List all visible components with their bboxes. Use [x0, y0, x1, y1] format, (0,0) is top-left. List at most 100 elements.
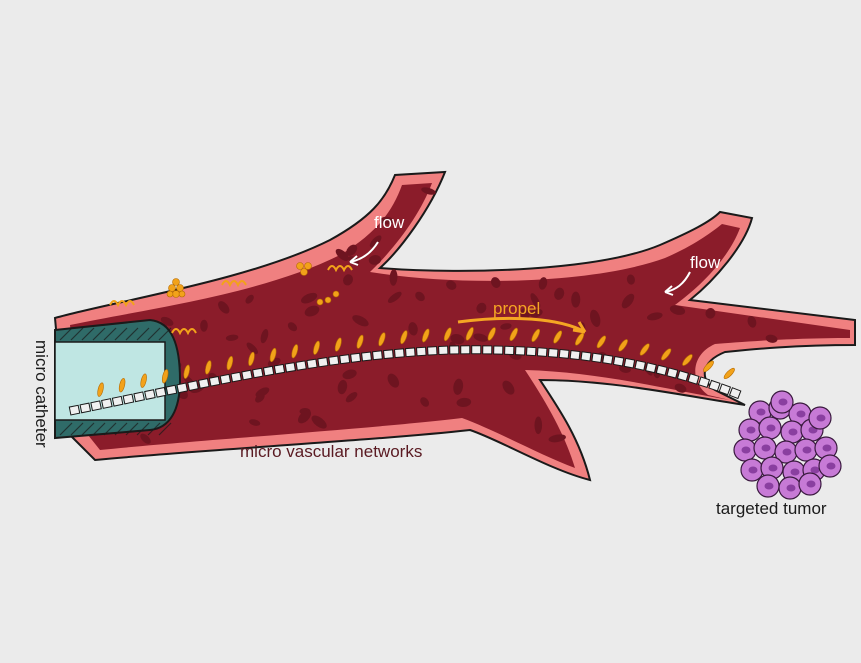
robot-segment — [68, 404, 81, 416]
blood-cell — [297, 410, 312, 424]
cilium — [248, 351, 255, 367]
cilium — [378, 332, 386, 347]
cilium — [183, 364, 190, 379]
robot-segment — [133, 391, 145, 403]
tumor-nucleus — [806, 480, 816, 488]
robot-segment — [558, 348, 570, 359]
blood-cell — [450, 334, 465, 345]
blood-cell — [476, 302, 487, 314]
tumor-nucleus — [826, 462, 836, 470]
cilia-group — [97, 327, 735, 397]
blood-cell — [674, 383, 687, 393]
blood-cell — [529, 308, 543, 318]
blood-cell — [626, 274, 635, 285]
blood-cell — [538, 277, 548, 290]
blood-cell — [669, 305, 686, 315]
flow-label-upper: flow — [374, 213, 405, 232]
helical-microrobot-icon — [109, 265, 353, 336]
magnetic-microrobot-chain — [68, 345, 742, 416]
robot-segment — [350, 352, 362, 363]
cilium — [226, 355, 234, 371]
blood-cell — [245, 294, 254, 304]
robot-segment — [416, 346, 427, 357]
blood-cell — [421, 187, 436, 195]
robot-segment — [111, 395, 124, 407]
cilium — [356, 334, 364, 349]
blood-cell — [335, 248, 349, 261]
robot-segment — [219, 373, 232, 385]
blood-cell — [346, 244, 358, 256]
blood-cell — [453, 378, 464, 395]
blood-cell — [379, 216, 394, 225]
tumor-nucleus — [756, 408, 766, 416]
cilium — [334, 337, 342, 352]
cilium — [661, 348, 672, 361]
blood-cell — [287, 322, 298, 332]
robot-segment — [79, 402, 92, 414]
robot-segment — [317, 357, 329, 368]
robot-segment — [361, 351, 372, 362]
tumor-nucleus — [741, 446, 751, 454]
robot-segment — [482, 345, 493, 355]
vascular-label: micro vascular networks — [240, 442, 422, 461]
blood-cell — [389, 269, 398, 286]
micro-catheter — [54, 318, 182, 440]
cilium — [140, 373, 147, 388]
robot-segment — [655, 364, 668, 376]
flow-arrow-icon — [349, 241, 691, 296]
flow-label-right: flow — [690, 253, 721, 272]
cilium — [118, 378, 126, 393]
robot-segment — [404, 347, 416, 358]
tumor-nucleus — [786, 484, 796, 492]
blood-cell — [530, 293, 541, 309]
robot-segment — [230, 371, 242, 383]
robot-segment — [634, 359, 647, 371]
robot-segment — [697, 376, 711, 389]
blood-cell — [765, 334, 778, 343]
robot-segment — [687, 373, 700, 385]
robot-segment — [165, 384, 178, 396]
cilium — [400, 330, 408, 345]
robot-segment — [154, 386, 167, 398]
blood-cell — [343, 274, 353, 286]
blood-cell — [368, 255, 382, 265]
blood-cell — [369, 235, 382, 248]
robot-segment — [372, 350, 383, 361]
tumor-cluster-icon — [733, 390, 842, 500]
blood-cell — [160, 316, 174, 326]
blood-cell — [534, 416, 543, 435]
blood-cell — [621, 293, 635, 309]
cilium — [487, 327, 496, 341]
tumor-nucleus — [810, 466, 820, 474]
cilium — [443, 327, 452, 342]
cilium — [723, 367, 735, 380]
propel-label: propel — [493, 299, 540, 318]
tumor-label: targeted tumor — [716, 499, 827, 518]
blood-cell — [337, 379, 348, 395]
blood-cell — [387, 373, 400, 388]
robot-segment — [393, 348, 405, 359]
robot-segment — [241, 369, 253, 381]
tumor-nucleus — [761, 444, 771, 452]
robot-segment — [471, 345, 482, 355]
robot-segment — [602, 354, 614, 365]
cilium — [596, 335, 607, 349]
cilium — [682, 354, 693, 366]
blood-cell — [571, 291, 581, 308]
blood-cell — [473, 333, 488, 342]
robot-segment — [273, 363, 286, 375]
blood-cell — [342, 369, 357, 380]
tumor-nucleus — [746, 426, 756, 434]
robot-segment — [122, 393, 135, 405]
blood-cell — [311, 415, 327, 429]
robot-segment — [645, 362, 657, 374]
robot-segment — [525, 346, 537, 357]
cilium — [422, 328, 430, 343]
catheter-label: micro catheter — [32, 340, 51, 448]
tumor-nucleus — [802, 446, 812, 454]
robot-segment — [493, 345, 504, 355]
robot-segment — [591, 352, 603, 363]
tumor-nucleus — [748, 466, 758, 474]
blood-cell — [301, 292, 318, 304]
